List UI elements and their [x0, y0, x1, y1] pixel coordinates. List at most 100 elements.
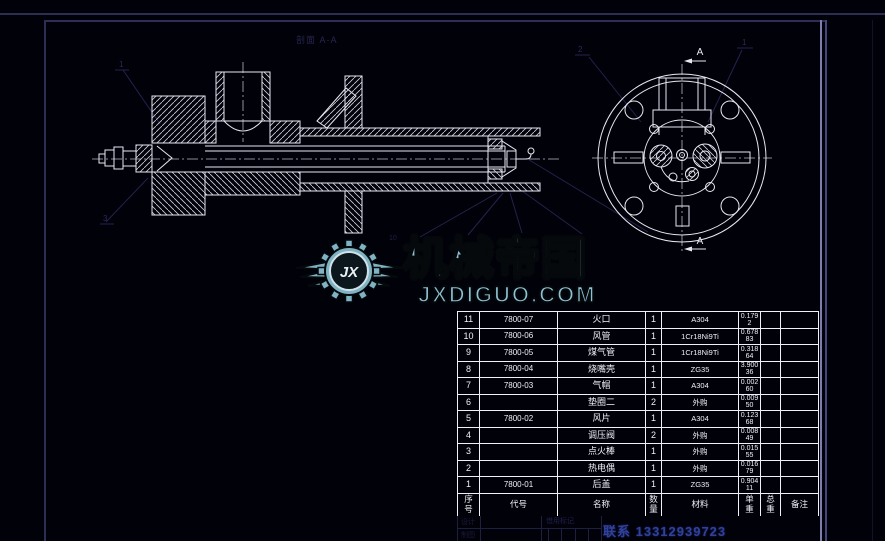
- cell-total-weight: [761, 460, 781, 477]
- cell-qty: 2: [646, 427, 662, 444]
- cell-qty: 1: [646, 444, 662, 461]
- cell-qty: 1: [646, 378, 662, 395]
- cell-note: [781, 362, 818, 378]
- winged-gear-emblem: JX: [295, 239, 403, 303]
- header-total-weight: 总重: [761, 493, 781, 516]
- cell-qty: 1: [646, 361, 662, 378]
- title-block: 设计 制图 借用标记 联系 13312939723: [457, 516, 819, 541]
- cell-unit-weight: 0.015 55: [739, 444, 761, 461]
- section-arrow-a-top: A: [697, 47, 704, 58]
- cell-code: [480, 460, 558, 477]
- cell-total-weight: [761, 345, 781, 362]
- cell-no: 2: [458, 460, 480, 477]
- callout-10: 10: [389, 235, 397, 242]
- flange-end-view: [597, 58, 767, 252]
- header-qty: 数量: [646, 493, 662, 516]
- cell-code: 7800-05: [480, 345, 558, 362]
- callout-right: 1: [742, 38, 747, 47]
- cell-no: 1: [458, 477, 480, 494]
- cell-unit-weight: 0.678 83: [739, 328, 761, 345]
- cell-name: 热电偶: [558, 460, 646, 477]
- frame-right-outer: [825, 20, 827, 541]
- header-note: 备注: [790, 499, 808, 510]
- titleblock-note: 借用标记: [546, 518, 574, 525]
- frame-right-edge: [872, 20, 873, 541]
- callout-2: 2: [578, 45, 583, 54]
- cell-no: 8: [458, 361, 480, 378]
- cell-unit-weight: 0.179 2: [739, 312, 761, 329]
- cell-unit-weight: 3.900 36: [739, 361, 761, 378]
- cell-code: [480, 427, 558, 444]
- cell-material: ZG35: [662, 477, 739, 494]
- header-code: 代号: [480, 493, 558, 516]
- cell-code: 7800-07: [480, 312, 558, 329]
- parts-table: 11 7800-07 火口 1 A304 0.179 2 10 7800-06 …: [457, 311, 819, 517]
- section-arrow-labels: A A: [697, 47, 704, 247]
- cell-note: [781, 378, 818, 395]
- cell-unit-weight: 0.123 68: [739, 411, 761, 428]
- cell-total-weight: [761, 477, 781, 494]
- cell-code: 7800-02: [480, 411, 558, 428]
- cell-material: A304: [662, 378, 739, 395]
- cell-qty: 1: [646, 328, 662, 345]
- contact-phone: 联系 13312939723: [603, 524, 727, 539]
- cell-note: [781, 329, 818, 345]
- cell-note: [781, 461, 818, 477]
- cell-note: [781, 444, 818, 461]
- cell-name: 风片: [558, 411, 646, 428]
- header-unit-weight: 单重: [739, 493, 761, 516]
- cell-total-weight: [761, 312, 781, 329]
- cell-total-weight: [761, 378, 781, 395]
- cell-total-weight: [761, 411, 781, 428]
- cell-material: 外购: [662, 427, 739, 444]
- cell-no: 9: [458, 345, 480, 362]
- cell-name: 烧嘴壳: [558, 361, 646, 378]
- cell-code: 7800-03: [480, 378, 558, 395]
- leader-labels: 1 3 2 1 10: [103, 38, 747, 242]
- cell-material: 1Cr18Ni9Ti: [662, 328, 739, 345]
- burner-section-view: [98, 71, 541, 234]
- cell-total-weight: [761, 444, 781, 461]
- cell-qty: 1: [646, 477, 662, 494]
- cell-material: A304: [662, 411, 739, 428]
- cell-unit-weight: 0.008 49: [739, 427, 761, 444]
- cell-unit-weight: 0.002 60: [739, 378, 761, 395]
- badge-monogram: JX: [340, 264, 359, 281]
- cell-no: 3: [458, 444, 480, 461]
- cell-total-weight: [761, 328, 781, 345]
- cell-name: 垫圈二: [558, 394, 646, 411]
- cell-no: 10: [458, 328, 480, 345]
- cell-unit-weight: 0.009 50: [739, 394, 761, 411]
- cell-note: [781, 428, 818, 444]
- cell-note: [781, 395, 818, 411]
- cell-note: [781, 411, 818, 428]
- cell-code: 7800-06: [480, 328, 558, 345]
- cell-name: 调压阀: [558, 427, 646, 444]
- cell-material: A304: [662, 312, 739, 329]
- cell-material: 外购: [662, 394, 739, 411]
- cell-material: ZG35: [662, 361, 739, 378]
- cell-no: 11: [458, 312, 480, 329]
- callout-3: 3: [103, 214, 108, 223]
- cell-material: 1Cr18Ni9Ti: [662, 345, 739, 362]
- header-material: 材料: [662, 493, 739, 516]
- cell-unit-weight: 0.318 64: [739, 345, 761, 362]
- cell-no: 6: [458, 394, 480, 411]
- section-arrow-a-bottom: A: [697, 236, 704, 247]
- section-view-label: 剖面 A-A: [296, 35, 338, 45]
- cell-material: 外购: [662, 444, 739, 461]
- cell-no: 4: [458, 427, 480, 444]
- cell-name: 点火棒: [558, 444, 646, 461]
- titleblock-row1-label: 设计: [461, 519, 475, 526]
- watermark-logo: JX 机械帝国 JXDIGUO.COM: [290, 234, 602, 311]
- cell-note: [781, 312, 818, 329]
- cell-code: 7800-01: [480, 477, 558, 494]
- cell-code: [480, 444, 558, 461]
- cell-qty: 1: [646, 411, 662, 428]
- cell-name: 气帽: [558, 378, 646, 395]
- header-no: 序号: [458, 493, 480, 516]
- cell-total-weight: [761, 427, 781, 444]
- cell-note: [781, 477, 818, 494]
- site-text: JXDIGUO.COM: [417, 281, 597, 308]
